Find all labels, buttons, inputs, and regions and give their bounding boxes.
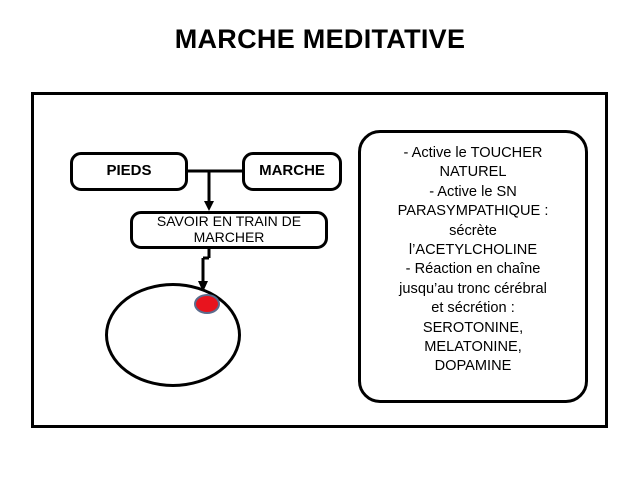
flow-node-marche[interactable]: MARCHE <box>242 152 342 191</box>
flow-node-savoir-en-train-de-marcher[interactable]: SAVOIR EN TRAIN DE MARCHER <box>130 211 328 249</box>
flow-node-pieds[interactable]: PIEDS <box>70 152 188 191</box>
head-ellipse-shape <box>105 283 241 387</box>
info-panel-text: - Active le TOUCHER NATUREL - Active le … <box>397 145 549 375</box>
info-panel[interactable]: - Active le TOUCHER NATUREL - Active le … <box>358 130 588 403</box>
page-title: MARCHE MEDITATIVE <box>174 24 466 54</box>
red-dot-marker <box>194 294 220 314</box>
